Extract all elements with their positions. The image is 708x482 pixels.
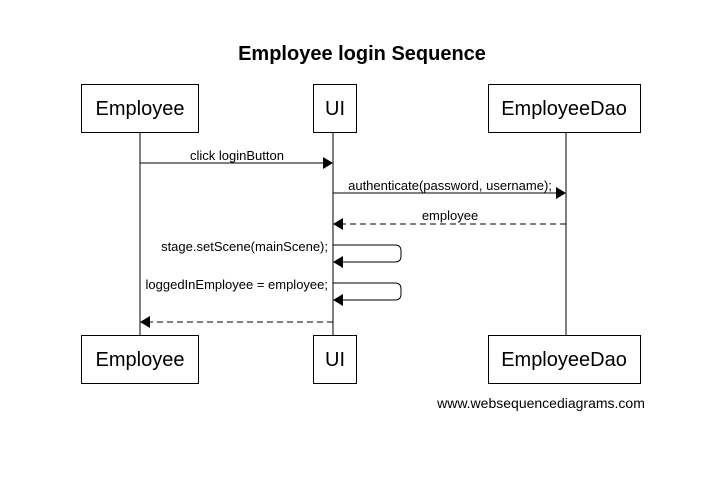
arrowhead [333,218,343,230]
actor-employee-top: Employee [81,84,199,133]
arrowhead [333,294,343,306]
actor-box [488,335,641,384]
message-set-scene: stage.setScene(mainScene); [161,239,402,268]
message-line [333,244,402,263]
actor-employee-bottom: Employee [81,335,199,384]
credit-link[interactable]: www.websequencediagrams.com [436,395,645,411]
arrowhead [323,157,333,169]
actor-box [81,335,199,384]
actor-label: EmployeeDao [501,349,627,371]
actor-employeedao-top: EmployeeDao [488,84,641,133]
message-authenticate: authenticate(password, username); [333,178,566,199]
actor-employeedao-bottom: EmployeeDao [488,335,641,384]
arrowhead [140,316,150,328]
diagram-title: Employee login Sequence [238,43,486,65]
actor-label: Employee [96,98,185,120]
message-click-loginbutton: click loginButton [140,148,333,169]
message-label: stage.setScene(mainScene); [161,239,328,254]
actor-label: UI [325,98,345,120]
message-label: employee [422,208,478,223]
message-employee-return: employee [333,208,566,230]
message-line [333,282,402,301]
message-logged-in-employee: loggedInEmployee = employee; [146,277,402,306]
message-label: authenticate(password, username); [348,178,552,193]
actor-label: EmployeeDao [501,98,627,120]
message-label: loggedInEmployee = employee; [146,277,328,292]
message-return-to-employee [140,316,333,328]
actor-box [488,84,641,133]
actor-ui-top: UI [313,84,357,133]
actor-box [313,84,357,133]
actor-ui-bottom: UI [313,335,357,384]
arrowhead [333,256,343,268]
arrowhead [556,187,566,199]
actor-box [313,335,357,384]
actor-label: UI [325,349,345,371]
message-label: click loginButton [190,148,284,163]
actor-label: Employee [96,349,185,371]
actor-box [81,84,199,133]
